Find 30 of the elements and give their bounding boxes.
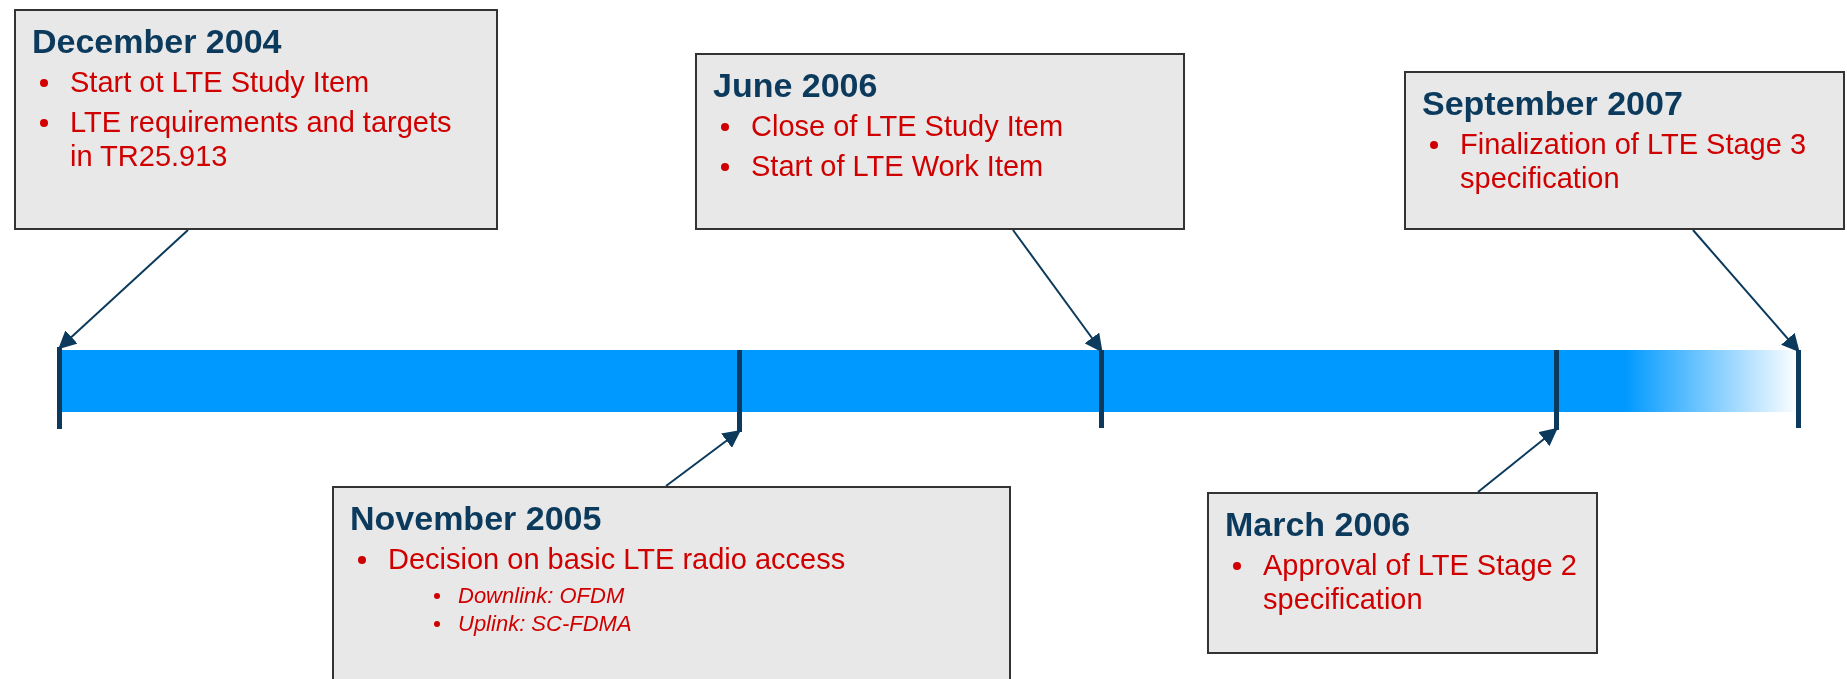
date-heading: December 2004 [32, 21, 283, 61]
arrow [58, 229, 189, 350]
bullet-item: Start of LTE Work Item [713, 149, 1167, 183]
date-heading: March 2006 [1225, 504, 1412, 544]
timeline-bar [59, 350, 1799, 412]
bullet-item: Decision on basic LTE radio access [350, 542, 993, 576]
date-heading: September 2007 [1422, 83, 1684, 123]
arrow [1692, 229, 1800, 353]
arrow [665, 429, 741, 487]
arrow [1477, 427, 1558, 493]
milestone-box [1207, 492, 1598, 654]
timeline-tick [57, 347, 62, 429]
bullet-item: Start ot LTE Study Item [32, 65, 480, 99]
date-heading: June 2006 [713, 65, 879, 105]
timeline-tick [1099, 350, 1104, 428]
sub-bullet-item: Uplink: SC-FDMA [432, 610, 993, 638]
sub-bullet-item: Downlink: OFDM [432, 582, 993, 610]
milestone-box [695, 53, 1185, 230]
milestone-box [1404, 71, 1845, 230]
timeline-tick [737, 350, 742, 432]
milestone-box [332, 486, 1011, 679]
bullet-item: Approval of LTE Stage 2 specification [1225, 548, 1580, 616]
milestone-box [14, 9, 498, 230]
bullet-item: LTE requirements and targets in TR25.913 [32, 105, 480, 173]
bullet-item: Finalization of LTE Stage 3 specification [1422, 127, 1827, 195]
arrow [1012, 229, 1103, 353]
timeline-tick [1796, 350, 1801, 428]
timeline-tick [1554, 350, 1559, 430]
bullet-item: Close of LTE Study Item [713, 109, 1167, 143]
date-heading: November 2005 [350, 498, 603, 538]
